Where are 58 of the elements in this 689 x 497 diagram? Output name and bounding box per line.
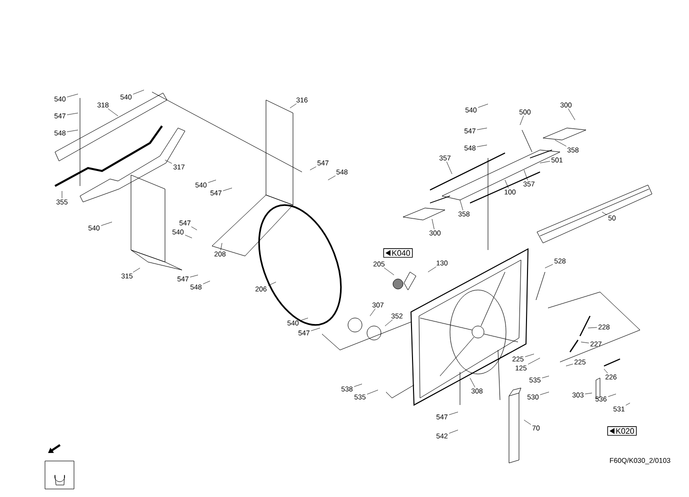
leader-line bbox=[524, 420, 532, 425]
leader-line bbox=[370, 308, 376, 316]
leader-line bbox=[132, 90, 144, 94]
leader-line bbox=[208, 180, 216, 183]
leader-line bbox=[544, 264, 554, 268]
leader-line bbox=[132, 268, 140, 272]
leader-line bbox=[476, 144, 488, 147]
leader-line bbox=[584, 392, 592, 394]
leader-line bbox=[108, 108, 118, 116]
leader-line bbox=[504, 180, 509, 188]
leader-line bbox=[604, 368, 608, 374]
leader-line bbox=[520, 116, 524, 126]
leader-line bbox=[191, 226, 198, 230]
leader-line bbox=[554, 140, 566, 146]
leader-line bbox=[446, 162, 452, 174]
leader-line bbox=[66, 130, 78, 132]
leader-line bbox=[602, 212, 608, 216]
leader-line bbox=[476, 128, 488, 130]
leader-line bbox=[384, 268, 394, 276]
leader-line bbox=[164, 160, 172, 164]
leader-line bbox=[220, 242, 222, 250]
leader-line bbox=[384, 320, 393, 326]
leader-line bbox=[470, 378, 476, 388]
leader-line bbox=[202, 280, 210, 284]
leader-line bbox=[568, 108, 576, 120]
leader-line bbox=[448, 430, 458, 434]
reference-box: K040 bbox=[383, 248, 413, 258]
leader-line bbox=[626, 402, 630, 406]
leader-line bbox=[100, 222, 112, 226]
leader-line bbox=[428, 266, 436, 272]
leader-line bbox=[448, 412, 458, 415]
leader-line bbox=[328, 176, 336, 180]
leader-line bbox=[580, 342, 590, 344]
leader-line bbox=[300, 318, 308, 321]
leader-line bbox=[524, 354, 534, 357]
leader-line bbox=[528, 358, 540, 364]
leader-line bbox=[268, 282, 276, 286]
leader-line bbox=[290, 104, 297, 108]
leader-line bbox=[310, 166, 316, 170]
leader-line bbox=[66, 94, 78, 98]
leader-line bbox=[542, 376, 550, 378]
leader-line bbox=[540, 161, 550, 164]
leader-line bbox=[608, 394, 616, 397]
leader-line bbox=[432, 218, 434, 230]
leader-line bbox=[354, 384, 362, 387]
leader-line bbox=[524, 170, 528, 180]
reference-box: K020 bbox=[607, 426, 637, 436]
leader-line bbox=[478, 104, 488, 108]
leader-line bbox=[66, 112, 78, 116]
leader-line bbox=[310, 328, 320, 331]
leader-line bbox=[540, 392, 550, 395]
leader-line bbox=[190, 274, 198, 278]
leader-line bbox=[566, 364, 574, 366]
leader-line bbox=[222, 188, 232, 191]
leader-line bbox=[366, 390, 378, 394]
leader-line bbox=[588, 327, 598, 328]
leader-line bbox=[460, 200, 464, 210]
leader-line bbox=[184, 234, 192, 238]
